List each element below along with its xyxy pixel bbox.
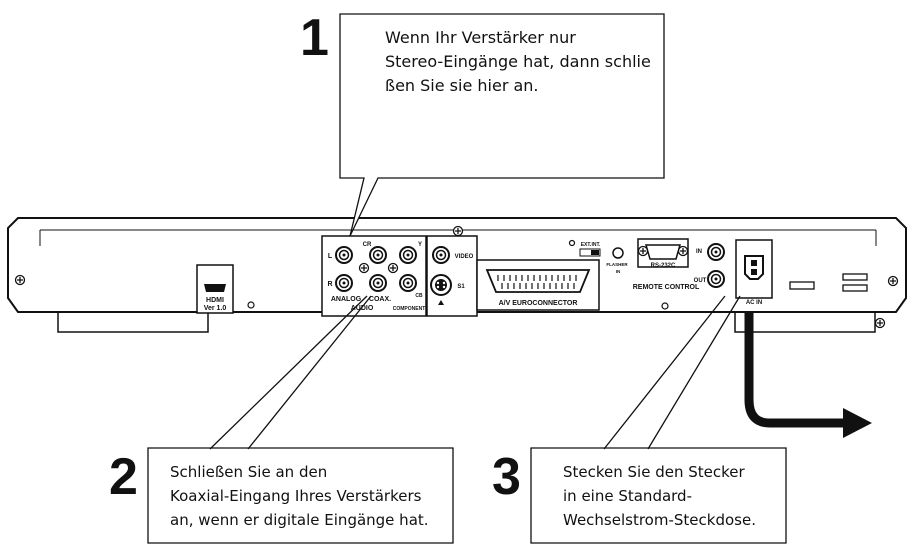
power-cord-arrow <box>744 312 872 438</box>
callout-1: 1 <box>300 9 665 237</box>
euroconnector-label: A/V EUROCONNECTOR <box>499 300 578 307</box>
hdmi-port: HDMI Ver 1.0 <box>196 264 234 314</box>
callout-3-text: Stecken Sie den Stecker in eine Standard… <box>563 460 756 532</box>
hdmi-label: HDMI <box>206 297 224 304</box>
audio-label: AUDIO <box>351 305 374 312</box>
callout-2-line: Koaxial-Eingang Ihres Verstärkers <box>170 487 422 505</box>
s-video-jack <box>430 274 452 296</box>
component-label: COMPONENT <box>393 306 426 312</box>
audio-l-jack <box>335 246 353 264</box>
flasher-in-label: IN <box>616 269 621 274</box>
callout-3-number: 3 <box>492 448 521 506</box>
hdmi-ver-label: Ver 1.0 <box>204 305 227 312</box>
callout-1-number: 1 <box>300 9 329 67</box>
coax-jack <box>369 274 387 292</box>
callout-2-number: 2 <box>109 448 138 506</box>
callout-3-line: in eine Standard- <box>563 487 692 505</box>
y-label: Y <box>418 242 422 248</box>
rs232c-label: RS-232C <box>651 263 676 269</box>
int-label: INT. <box>592 242 602 248</box>
callout-2: 2 <box>109 295 454 544</box>
callout-2-line: Schließen Sie an den <box>170 463 328 481</box>
analog-label: ANALOG <box>331 296 362 303</box>
audio-r-jack <box>335 274 353 292</box>
callout-1-line: ßen Sie sie hier an. <box>385 76 539 95</box>
cr-jack <box>369 246 387 264</box>
y-jack <box>399 246 417 264</box>
flasher-label: FLASHER <box>606 262 628 267</box>
callout-3-line: Stecken Sie den Stecker <box>563 463 745 481</box>
callout-2-line: an, wenn er digitale Eingänge hat. <box>170 511 429 529</box>
cb-label: CB <box>415 293 423 299</box>
right-label: R <box>327 281 332 288</box>
left-label: L <box>328 253 333 260</box>
ac-inlet: AC IN <box>735 239 773 306</box>
remote-out-label: OUT <box>694 278 707 284</box>
callout-3-line: Wechselstrom-Steckdose. <box>563 511 756 529</box>
video-jack <box>432 246 450 264</box>
ac-in-label: AC IN <box>746 300 762 306</box>
callout-1-line: Wenn Ihr Verstärker nur <box>385 28 576 47</box>
remote-in-label: IN <box>696 249 702 255</box>
cb-jack <box>399 274 417 292</box>
callout-1-text: Wenn Ihr Verstärker nur Stereo-Eingänge … <box>385 26 651 98</box>
euroconnector-remote-panel: A/V EUROCONNECTOR EXT. INT. FLASHER IN R… <box>476 238 725 311</box>
remote-control-label: REMOTE CONTROL <box>633 284 700 291</box>
coax-label: COAX. <box>369 296 391 303</box>
cr-label: CR <box>363 242 372 248</box>
remote-out-jack <box>707 270 725 288</box>
s1-label: S1 <box>457 284 465 290</box>
remote-in-jack <box>707 243 725 261</box>
ext-label: EXT. <box>581 242 592 248</box>
audio-component-panel: L R ANALOG COAX. AUDIO CR Y CB COMPONENT… <box>321 235 478 317</box>
callout-2-text: Schließen Sie an den Koaxial-Eingang Ihr… <box>170 460 429 532</box>
callout-1-line: Stereo-Eingänge hat, dann schlie <box>385 52 651 71</box>
callout-3: 3 <box>492 295 787 544</box>
video-label: VIDEO <box>455 254 474 260</box>
